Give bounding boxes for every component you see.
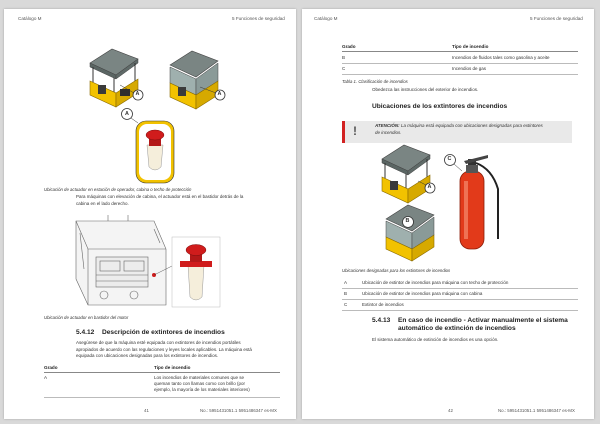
table-header-grade: Grado	[342, 44, 356, 49]
paragraph-line: apropiados de acuerdo con las regulacion…	[76, 346, 252, 352]
header-right: 5 Funciones de seguridad	[530, 16, 583, 21]
table-header-grade: Grado	[44, 365, 58, 370]
header-left: Catálogo M	[18, 16, 42, 21]
caption-engine-frame: Ubicación de actuador en bastidor del mo…	[44, 315, 129, 320]
table-cell-fire-type: Incendios de fluidos tales como gasolina…	[452, 55, 550, 60]
paragraph-line: Para máquinas con elevación de cabina, e…	[76, 194, 244, 199]
paragraph-extinguishers: Asegúrese de que la máquina esté equipad…	[76, 340, 252, 360]
table-rule	[342, 299, 578, 300]
legend-text: Ubicación de extintor de incendios para …	[362, 280, 509, 285]
paragraph-line: equipada con ubicaciones designadas para…	[76, 353, 219, 359]
section-title-line: automático de extinción de incendios	[398, 325, 516, 333]
table-caption: Tabla 1. Clasificación de incendios	[342, 79, 408, 84]
table-cell-grade: A	[44, 375, 48, 380]
callout-a-2: A	[217, 91, 222, 97]
table-cell-fire-type: Incendios de gas	[452, 66, 487, 71]
callout-c: C	[447, 156, 452, 162]
paragraph-line: Asegúrese de que la máquina esté equipad…	[76, 340, 241, 345]
table-rule	[342, 51, 578, 52]
right-page: Catálogo M 5 Funciones de seguridad Grad…	[302, 9, 594, 419]
paragraph-auto-suppression: El sistema automático de extinción de in…	[372, 337, 499, 342]
table-rule	[342, 63, 578, 64]
table-rule	[342, 74, 578, 75]
table-header-fire-type: Tipo de incendio	[154, 365, 191, 370]
attention-text: ATENCIÓN: La máquina está equipada con u…	[375, 123, 543, 136]
paragraph-line: cabina en el lado derecho.	[76, 200, 129, 206]
section-heading-5-4-12: 5.4.12 Descripción de extintores de incen…	[76, 329, 225, 337]
attention-label: ATENCIÓN:	[375, 123, 400, 128]
operator-station-illustration	[89, 48, 226, 110]
table-cell-grade: B	[342, 55, 346, 60]
page-number: 42	[448, 408, 453, 413]
section-title-line: En caso de incendio - Activar manualment…	[398, 317, 568, 324]
table-rule	[44, 397, 280, 398]
page-number: 41	[144, 408, 149, 413]
header-right: 5 Funciones de seguridad	[232, 16, 285, 21]
engine-frame-illustration	[75, 215, 221, 308]
cell-line: ejemplo, la mayoría de los materiales in…	[154, 387, 250, 393]
paragraph-cab-actuator: Para máquinas con elevación de cabina, e…	[76, 194, 243, 207]
extinguisher-locations-illustration	[381, 144, 499, 262]
legend-key: A	[344, 280, 348, 285]
attention-line: La máquina está equipada con ubicaciones…	[400, 123, 543, 128]
table-rule	[44, 372, 280, 373]
attention-line: de incendios.	[375, 129, 402, 135]
section-title: Descripción de extintores de incendios	[102, 329, 225, 336]
legend-text: Extintor de incendios	[362, 302, 404, 307]
section-heading-5-4-13: 5.4.13 En caso de incendio - Activar manu…	[372, 317, 568, 334]
attention-box: ! ATENCIÓN: La máquina está equipada con…	[342, 121, 572, 143]
legend-text: Ubicación de extintor de incendios para …	[362, 291, 483, 296]
exclamation-icon: !	[353, 124, 357, 138]
cell-line: queman tanto con llamas como con brillo …	[154, 381, 246, 387]
section-number: 5.4.13	[372, 317, 391, 324]
legend-key: C	[344, 302, 348, 307]
actuator-detail-illustration	[121, 108, 175, 184]
document-number: No.: 5951431051.1 5951486347 es-MX	[200, 408, 277, 413]
cell-line: Los incendios de materiales comunes que …	[154, 375, 245, 380]
table-rule	[342, 310, 578, 311]
document-number: No.: 5951431051.1 5951486347 es-MX	[498, 408, 575, 413]
table-cell-grade: C	[342, 66, 346, 71]
caption-operator-station: Ubicación de actuador en estación de ope…	[44, 187, 192, 192]
header-left: Catálogo M	[314, 16, 338, 21]
table-header-fire-type: Tipo de incendio	[452, 44, 489, 49]
legend-key: B	[344, 291, 348, 296]
note-text: Obedezca las instrucciones del exterior …	[372, 87, 479, 92]
section-number: 5.4.12	[76, 329, 95, 336]
caption-extinguisher-locations: Ubicaciones designadas para los extintor…	[342, 268, 451, 273]
callout-a-3: A	[125, 111, 129, 117]
subheading-extinguisher-locations: Ubicaciones de los extintores de incendi…	[372, 103, 508, 110]
table-rule	[342, 288, 578, 289]
callout-a-1: A	[135, 91, 140, 97]
table-cell-fire-type: Los incendios de materiales comunes que …	[154, 375, 250, 394]
left-page: Catálogo M 5 Funciones de seguridad	[4, 9, 296, 419]
callout-a: A	[427, 184, 432, 190]
callout-b: B	[405, 218, 410, 224]
